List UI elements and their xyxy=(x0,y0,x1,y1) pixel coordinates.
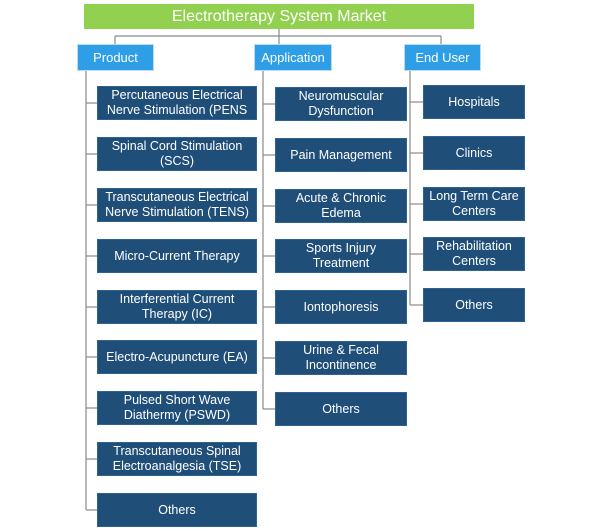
end-user-item-long-term-care: Long Term Care Centers xyxy=(423,187,525,221)
product-item-electro-acupuncture: Electro-Acupuncture (EA) xyxy=(97,340,257,374)
application-item-incontinence: Urine & Fecal Incontinence xyxy=(275,341,407,375)
diagram-title: Electrotherapy System Market xyxy=(84,4,474,29)
category-end-user: End User xyxy=(404,44,481,71)
application-item-neuromuscular: Neuromuscular Dysfunction xyxy=(275,87,407,121)
category-application: Application xyxy=(254,44,332,71)
end-user-item-rehabilitation: Rehabilitation Centers xyxy=(423,237,525,271)
end-user-item-clinics: Clinics xyxy=(423,136,525,170)
product-item-micro-current: Micro-Current Therapy xyxy=(97,239,257,273)
product-item-tens: Transcutaneous Electrical Nerve Stimulat… xyxy=(97,188,257,222)
product-item-interferential: Interferential Current Therapy (IC) xyxy=(97,290,257,324)
application-item-edema: Acute & Chronic Edema xyxy=(275,189,407,223)
end-user-item-others: Others xyxy=(423,288,525,322)
category-product: Product xyxy=(77,44,154,71)
product-item-pens: Percutaneous Electrical Nerve Stimulatio… xyxy=(97,86,257,120)
application-item-iontophoresis: Iontophoresis xyxy=(275,290,407,324)
product-item-scs: Spinal Cord Stimulation (SCS) xyxy=(97,137,257,171)
end-user-item-hospitals: Hospitals xyxy=(423,85,525,119)
product-item-tse: Transcutaneous Spinal Electroanalgesia (… xyxy=(97,442,257,476)
application-item-pain-management: Pain Management xyxy=(275,138,407,172)
application-item-sports-injury: Sports Injury Treatment xyxy=(275,239,407,273)
product-item-others: Others xyxy=(97,493,257,527)
application-item-others: Others xyxy=(275,392,407,426)
product-item-pswd: Pulsed Short Wave Diathermy (PSWD) xyxy=(97,391,257,425)
